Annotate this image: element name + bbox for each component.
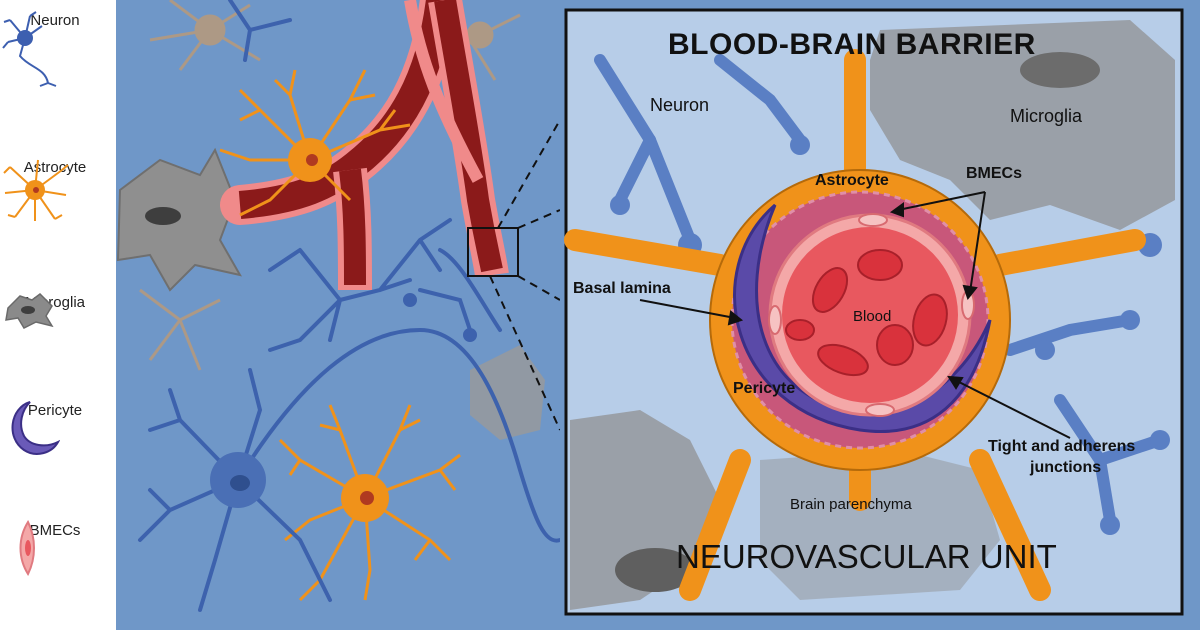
label-microglia: Microglia (1010, 106, 1083, 126)
label-neuron: Neuron (650, 95, 710, 115)
label-pericyte: Pericyte (733, 380, 796, 397)
label-basal-lamina: Basal lamina (573, 280, 671, 297)
microglia-icon (5, 293, 54, 329)
astrocyte-bottom (278, 404, 461, 602)
bmec-icon (19, 519, 35, 577)
legend-label: Pericyte (27, 402, 83, 419)
label-brain-parenchyma: Brain parenchyma (790, 496, 912, 513)
legend-label: Astrocyte (23, 159, 87, 176)
label-tight-junctions-line1: Tight and adherens (988, 438, 1136, 455)
legend-item-microglia: Microglia (0, 290, 110, 329)
zoom-indicator (467, 119, 561, 431)
legend-label: BMECs (29, 522, 81, 539)
legend: Neuron Astrocyte Microglia (0, 0, 110, 630)
inset-title: BLOOD-BRAIN BARRIER (668, 28, 1036, 61)
label-astrocyte: Astrocyte (815, 172, 889, 189)
legend-item-neuron: Neuron (0, 8, 110, 87)
legend-item-pericyte: Pericyte (0, 398, 110, 455)
legend-item-astrocyte: Astrocyte (0, 155, 110, 221)
blood-vessel (220, 0, 509, 291)
legend-label: Neuron (30, 12, 80, 29)
astrocyte-icon (3, 159, 69, 221)
neuron-icon (2, 11, 57, 87)
neurons (138, 0, 562, 612)
background-microglia (116, 147, 545, 440)
astrocyte-top (219, 69, 411, 217)
legend-item-bmecs: BMECs (0, 518, 110, 577)
inset-subtitle: NEUROVASCULAR UNIT (676, 538, 1057, 575)
inset-panel (560, 2, 1196, 626)
pericyte-icon (11, 401, 60, 455)
label-blood: Blood (853, 308, 892, 325)
label-tight-junctions-line2: junctions (1030, 459, 1102, 476)
label-bmecs: BMECs (966, 165, 1023, 182)
